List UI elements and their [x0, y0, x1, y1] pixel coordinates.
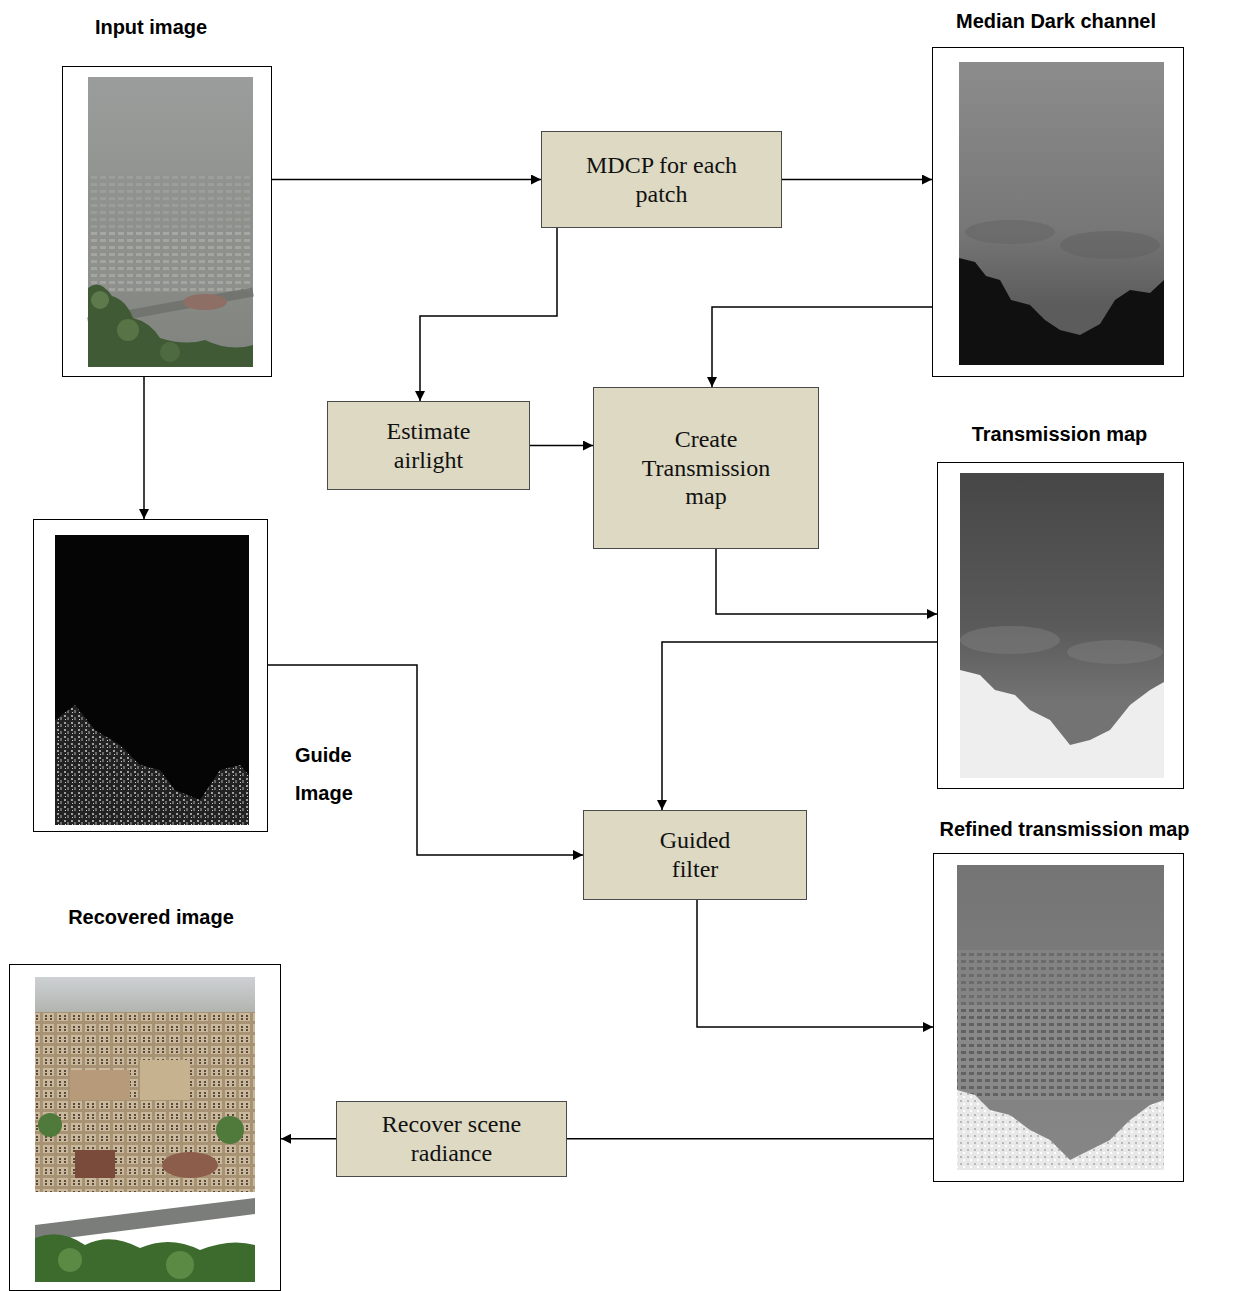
box-label: Guided filter	[644, 826, 746, 884]
connector-group	[144, 180, 937, 1139]
panel-heading: Guide Image	[295, 736, 375, 812]
dark-channel-ground	[959, 62, 1164, 365]
process-box: MDCP for each patch	[541, 131, 782, 228]
recovered-brown-building	[75, 1150, 115, 1178]
transmission-cloud	[1067, 640, 1163, 664]
panel-heading: Median Dark channel	[906, 9, 1206, 33]
connector-arrow	[697, 900, 933, 1027]
recovered-tree	[38, 1113, 62, 1137]
panel-heading: Transmission map	[910, 422, 1210, 446]
connector-arrow	[716, 549, 937, 614]
dark-channel-cloud	[965, 220, 1055, 244]
recovered-building	[140, 1060, 190, 1100]
recovered-tree	[216, 1116, 244, 1144]
transmission-white-region	[960, 670, 1164, 778]
refined-ground	[957, 865, 1164, 1170]
recovered-foreground-trees	[35, 1234, 255, 1282]
refined-white-region	[957, 1090, 1164, 1170]
connector-arrow	[143, 377, 145, 519]
recovered-city	[35, 1012, 255, 1192]
image-panel: Guide Image	[33, 519, 268, 832]
recovered-building	[70, 1070, 130, 1100]
dark-channel-cloud	[1060, 231, 1160, 259]
haze-buildings	[88, 175, 253, 235]
process-box: Create Transmission map	[593, 387, 819, 549]
guide-picture	[55, 535, 249, 825]
process-box: Estimate airlight	[327, 401, 530, 490]
recovered-tree	[58, 1248, 82, 1272]
connector-arrow	[268, 665, 583, 855]
connector-arrow	[712, 307, 932, 387]
panel-heading: Recovered image	[21, 905, 281, 929]
refined-transmission-picture	[957, 865, 1164, 1170]
process-box: Guided filter	[583, 810, 807, 900]
process-box: Recover scene radiance	[336, 1101, 567, 1177]
box-label: Create Transmission map	[624, 425, 788, 511]
refined-buildings	[957, 950, 1164, 1005]
box-label: Estimate airlight	[356, 417, 501, 475]
haze-buildings	[88, 232, 253, 292]
connector-arrow	[420, 228, 557, 401]
haze-tree-crown	[117, 319, 139, 341]
connector-arrow	[567, 1138, 933, 1140]
haze-red-roof	[183, 294, 227, 310]
guide-textured-region	[55, 705, 249, 825]
box-label: MDCP for each patch	[572, 151, 751, 209]
panel-heading: Input image	[21, 15, 281, 39]
box-label: Recover scene radiance	[361, 1110, 542, 1168]
recovered-photo	[35, 977, 255, 1282]
refined-buildings	[957, 1005, 1164, 1100]
dark-channel-picture	[959, 62, 1164, 365]
connector-arrow	[662, 642, 937, 810]
image-panel: Transmission map	[937, 462, 1184, 789]
panel-heading: Refined transmission map	[915, 817, 1215, 841]
recovered-round-building	[162, 1152, 218, 1178]
haze-sky	[88, 77, 253, 367]
connector-arrow	[281, 1138, 336, 1140]
transmission-picture	[960, 473, 1164, 778]
dark-channel-black-region	[959, 258, 1164, 365]
hazy-input-photo	[88, 77, 253, 367]
image-panel: Median Dark channel	[932, 47, 1184, 377]
connector-arrow	[530, 445, 593, 447]
image-panel: Refined transmission map	[933, 853, 1184, 1182]
transmission-ground	[960, 473, 1164, 778]
haze-tree-crown	[160, 342, 180, 362]
recovered-road	[35, 1198, 255, 1242]
connector-arrow	[272, 179, 541, 181]
recovered-sky	[35, 977, 255, 1017]
image-panel: Recovered image	[9, 964, 281, 1291]
image-panel: Input image	[62, 66, 272, 377]
transmission-cloud	[960, 626, 1060, 654]
guide-ground	[55, 535, 249, 825]
haze-tree-crown	[91, 291, 109, 309]
recovered-tree	[166, 1251, 194, 1279]
haze-trees	[88, 284, 253, 367]
connector-arrow	[782, 179, 932, 181]
